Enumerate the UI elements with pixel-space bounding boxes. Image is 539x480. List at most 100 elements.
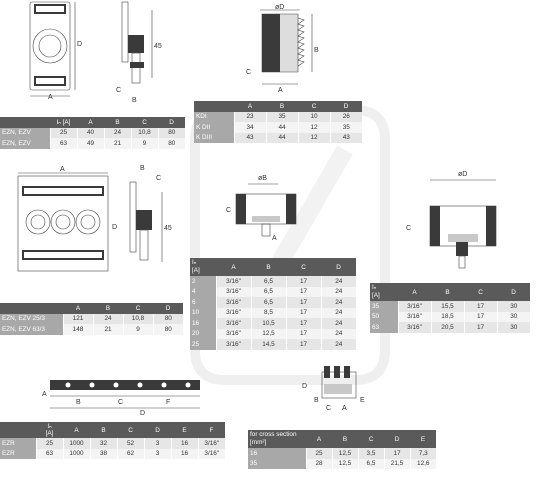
table-cell: 10: [190, 307, 216, 318]
table-cell: 50: [370, 311, 398, 322]
table-cell: 3/16": [215, 307, 251, 318]
table-cell: 17: [285, 297, 321, 308]
table-cell: 23: [233, 111, 266, 122]
table-header-cell: A: [63, 303, 93, 314]
table-cell: 63: [370, 322, 398, 333]
dim-label: øD: [275, 4, 284, 11]
table-cell: 26: [329, 111, 362, 122]
table-header-cell: D: [153, 303, 183, 314]
dim-label: F: [166, 399, 170, 406]
table-cell: 9: [122, 324, 153, 335]
table-cell: K DII: [194, 122, 234, 133]
table-cell: EZN, EZV 25/3: [0, 313, 63, 324]
table-cell: 17: [285, 318, 321, 329]
table-cell: 3/16": [215, 297, 251, 308]
fuse-ring-large-drawing: øD C: [406, 171, 497, 269]
table-header-cell: B: [431, 283, 464, 301]
table-header-cell: D: [497, 283, 530, 301]
table-cell: 15,5: [430, 301, 464, 312]
table-header-cell: A: [398, 283, 431, 301]
table-header-cell: A: [216, 258, 251, 276]
table-cell: 1000: [62, 438, 90, 449]
table-cell: 43: [329, 132, 362, 143]
table-header-cell: C: [131, 117, 158, 128]
dim-label: B: [132, 97, 137, 104]
table-cell: 12,6: [409, 458, 436, 469]
dim-label: A: [48, 94, 53, 101]
dim-label: B: [314, 397, 319, 404]
table-cell: 3/16": [215, 286, 251, 297]
table-cell: 3/16": [215, 339, 251, 350]
table-cell: K DIII: [194, 132, 234, 143]
table-cell: 17: [463, 301, 497, 312]
table-cell: 10: [297, 111, 330, 122]
table-cell: 6,5: [250, 286, 286, 297]
table-header-cell: D: [384, 430, 410, 448]
table-cell: KDI: [194, 111, 234, 122]
table-cell: 35: [265, 111, 298, 122]
table-header-cell: B: [93, 303, 123, 314]
table-cell: 17: [285, 286, 321, 297]
table-cell: 17: [285, 339, 321, 350]
table-cell: 3/16": [397, 311, 431, 322]
table-cell: 3/16": [397, 301, 431, 312]
busbar-rail-drawing: A B C F D: [42, 380, 200, 417]
table-cell: 30: [496, 311, 530, 322]
table-cell: 3,5: [357, 448, 384, 459]
table-cell: 30: [496, 322, 530, 333]
dim-label: A: [342, 405, 347, 412]
table-cell: 3: [143, 448, 171, 459]
dim-label: 45: [164, 225, 172, 232]
table-header-cell: B: [266, 101, 298, 112]
table-header-cell: Iₙ [A]: [370, 283, 398, 301]
dim-label: C: [156, 175, 161, 182]
table-cell: 21: [103, 138, 131, 149]
table-cell: 10,8: [122, 313, 153, 324]
table-header-cell: A: [63, 422, 90, 438]
dim-label: C: [226, 207, 231, 214]
table-cell: 12,5: [331, 448, 358, 459]
table-header-cell: E: [410, 430, 436, 448]
table-cell: 24: [320, 328, 356, 339]
table-header-cell: for cross section [mm²]: [248, 430, 306, 448]
table-header-cell: C: [117, 422, 144, 438]
table-cell: 12,5: [250, 328, 286, 339]
table-header-cell: Iₙ [A]: [50, 117, 77, 128]
table-cell: 24: [92, 313, 123, 324]
table-header-cell: D: [321, 258, 356, 276]
table-cell: 16: [248, 448, 306, 459]
table-cell: 6,5: [357, 458, 384, 469]
dim-label: B: [314, 47, 319, 54]
table-cell: 25: [305, 448, 332, 459]
table-cell: 80: [157, 127, 185, 138]
table-cell: EZR: [0, 448, 36, 459]
table-header-cell: D: [144, 422, 171, 438]
table-cell: 35: [329, 122, 362, 133]
table-cell: 6,5: [250, 297, 286, 308]
table-header-cell: C: [286, 258, 321, 276]
dim-label: C: [406, 225, 411, 232]
dim-label: D: [77, 41, 82, 48]
table-cell: EZN, EZV 63/3: [0, 324, 63, 335]
table-cell: 44: [265, 122, 298, 133]
table-cell: 121: [62, 313, 93, 324]
table-cell: 6: [190, 297, 216, 308]
table-cell: 44: [265, 132, 298, 143]
table-cell: 10,5: [250, 318, 286, 329]
cap-drawing: øD B C A: [246, 4, 319, 94]
table-header-cell: B: [104, 117, 131, 128]
dim-label: 45: [154, 43, 162, 50]
table-cell: 43: [233, 132, 266, 143]
